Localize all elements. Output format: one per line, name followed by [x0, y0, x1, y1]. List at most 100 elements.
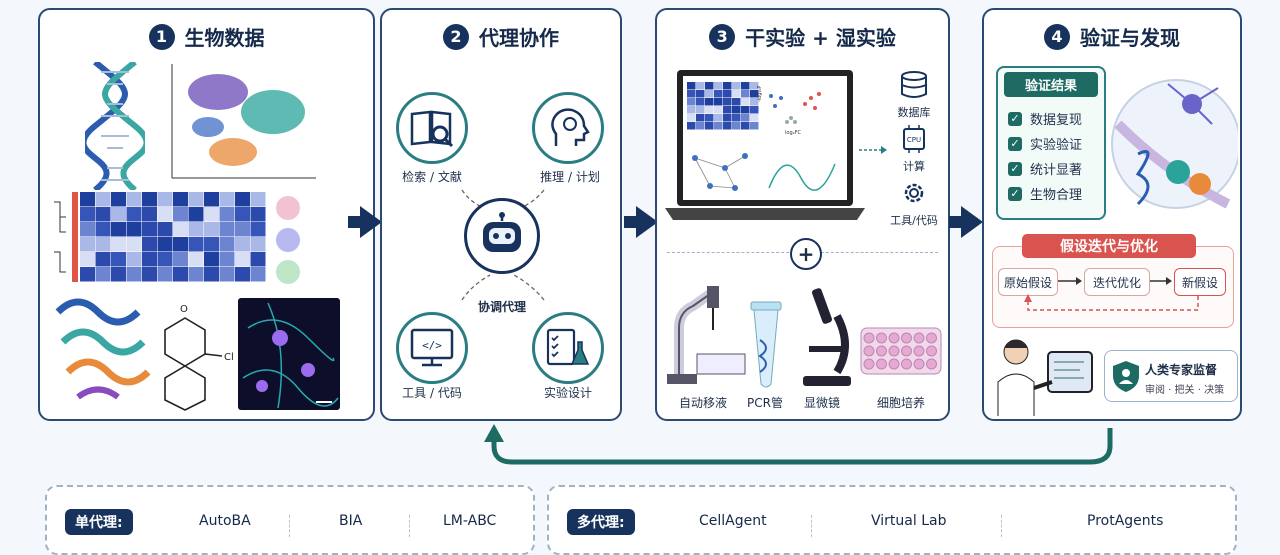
monitor-code-icon: </>	[410, 328, 454, 367]
check-item: ✓统计显著	[1008, 159, 1094, 178]
pcr-tube-label: PCR管	[747, 396, 783, 410]
step-number: 3	[709, 23, 736, 50]
panel-title: 4 验证与发现	[984, 22, 1240, 51]
panel-biological-data: 1 生物数据 O	[38, 8, 375, 421]
multi-agent-tag: 多代理:	[567, 509, 635, 535]
literature-node	[396, 92, 468, 164]
svg-text:</>: </>	[422, 339, 442, 352]
check-item: ✓数据复现	[1008, 109, 1094, 128]
checkbox-icon: ✓	[1008, 186, 1022, 201]
check-item: ✓实验验证	[1008, 134, 1094, 153]
cluster-scatter-plot	[171, 64, 316, 179]
separator	[811, 515, 812, 537]
pcr-tube-icon	[750, 301, 782, 388]
tools-node: </>	[396, 312, 468, 384]
dry-lab-arrows	[859, 146, 887, 154]
expert-title: 人类专家监督	[1145, 363, 1218, 377]
checklist-flask-icon	[546, 328, 590, 366]
reasoning-label: 推理 / 计划	[540, 170, 600, 184]
cell-discovery-illustration	[1111, 79, 1238, 209]
svg-text:Cl: Cl	[224, 352, 234, 363]
expert-with-tablet-icon	[997, 339, 1093, 416]
panel-title-text: 生物数据	[184, 26, 265, 50]
literature-label: 检索 / 文献	[402, 170, 462, 184]
panel-title-text: 干实验 + 湿实验	[745, 26, 896, 50]
cell-culture-plate-icon	[860, 327, 942, 375]
cell-images	[276, 192, 346, 292]
agent-cellagent: CellAgent	[699, 513, 767, 529]
volcano-y-label: -log₁₀P	[757, 86, 763, 102]
checkbox-icon: ✓	[1008, 161, 1022, 176]
microscope-label: 显微镜	[803, 396, 840, 410]
single-agent-panel: 单代理: AutoBA BIA LM-ABC	[45, 485, 535, 555]
new-hypothesis: 新假设	[1174, 268, 1226, 296]
validation-results-title: 验证结果	[1004, 72, 1098, 97]
expression-heatmap	[54, 192, 266, 282]
protein-structure-icon	[55, 298, 151, 400]
separator	[1001, 515, 1002, 537]
human-expert-badge: 人类专家监督 审阅 · 把关 · 决策	[1104, 350, 1238, 402]
volcano-x-label: log₂FC	[785, 130, 802, 136]
check-item: ✓生物合理	[1008, 184, 1094, 203]
iterative-optimization: 迭代优化	[1084, 268, 1150, 296]
reasoning-node	[532, 92, 604, 164]
agent-virtual-lab: Virtual Lab	[871, 513, 947, 529]
panel-agent-collaboration: 2 代理协作 检索 / 文献 推理 / 计划 协调代理 </> 工具 / 代码 …	[380, 8, 622, 421]
laptop-analysis: log₂FC -log₁₀P	[665, 70, 865, 220]
checkbox-icon: ✓	[1008, 111, 1022, 126]
coordinator-node	[464, 198, 540, 274]
book-search-icon	[410, 110, 454, 148]
plus-icon: +	[790, 238, 822, 270]
single-agent-tag: 单代理:	[65, 509, 133, 535]
tools-code-label: 工具/代码	[890, 214, 938, 227]
database-label: 数据库	[897, 106, 931, 119]
hypothesis-iteration-title: 假设迭代与优化	[1022, 234, 1196, 258]
checkbox-icon: ✓	[1008, 136, 1022, 151]
agent-lm-abc: LM-ABC	[443, 513, 497, 529]
dry-lab-items: 数据库 CPU 计算 工具/代码	[879, 70, 949, 228]
gear-icon	[904, 183, 924, 203]
agent-protagents: ProtAgents	[1087, 513, 1164, 529]
panel-title: 2 代理协作	[382, 22, 620, 51]
agent-bia: BIA	[339, 513, 363, 529]
cpu-icon: CPU	[903, 125, 925, 153]
panel-title-text: 代理协作	[479, 26, 559, 50]
robot-icon	[483, 212, 521, 252]
panel-title: 1 生物数据	[40, 22, 373, 51]
original-hypothesis: 原始假设	[998, 268, 1058, 296]
svg-text:O: O	[180, 304, 188, 315]
validation-results-box: 验证结果 ✓数据复现 ✓实验验证 ✓统计显著 ✓生物合理	[996, 66, 1106, 220]
separator	[289, 515, 290, 537]
step-number: 2	[443, 23, 469, 50]
collaboration-arrows	[461, 189, 545, 301]
cell-culture-label: 细胞培养	[876, 396, 925, 410]
database-icon	[901, 71, 927, 98]
brain-head-icon	[551, 108, 590, 146]
coordinator-label: 协调代理	[477, 300, 526, 314]
microscope-icon	[803, 288, 851, 386]
microscopy-image	[238, 298, 340, 410]
panel-validation-discovery: 4 验证与发现 验证结果 ✓数据复现 ✓实验验证 ✓统计显著 ✓生物合理 假设迭…	[982, 8, 1242, 421]
molecule-structure-icon: O Cl	[164, 304, 234, 411]
panel-title: 3 干实验 + 湿实验	[657, 22, 948, 51]
robotic-pipette-icon	[667, 286, 746, 384]
dna-helix-icon	[85, 62, 145, 190]
flow-arrow-2	[624, 206, 658, 238]
separator	[409, 515, 410, 537]
tools-label: 工具 / 代码	[402, 386, 462, 400]
shield-user-icon	[1113, 361, 1139, 392]
multi-agent-panel: 多代理: CellAgent Virtual Lab ProtAgents	[547, 485, 1237, 555]
expert-subtitle: 审阅 · 把关 · 决策	[1145, 385, 1225, 396]
experiment-design-node	[532, 312, 604, 384]
compute-label: 计算	[903, 160, 925, 173]
experiment-design-label: 实验设计	[543, 386, 592, 400]
panel-dry-wet-lab: 3 干实验 + 湿实验 log₂FC -log₁₀P 数据库 CPU 计算 工具…	[655, 8, 950, 421]
panel-title-text: 验证与发现	[1080, 26, 1180, 50]
cpu-chip-text: CPU	[907, 136, 921, 144]
flow-arrow-3	[949, 206, 983, 238]
agent-autoba: AutoBA	[199, 513, 251, 529]
step-number: 1	[148, 23, 175, 50]
auto-pipette-label: 自动移液	[678, 396, 727, 410]
step-number: 4	[1044, 23, 1070, 50]
flow-arrow-1	[348, 206, 382, 238]
